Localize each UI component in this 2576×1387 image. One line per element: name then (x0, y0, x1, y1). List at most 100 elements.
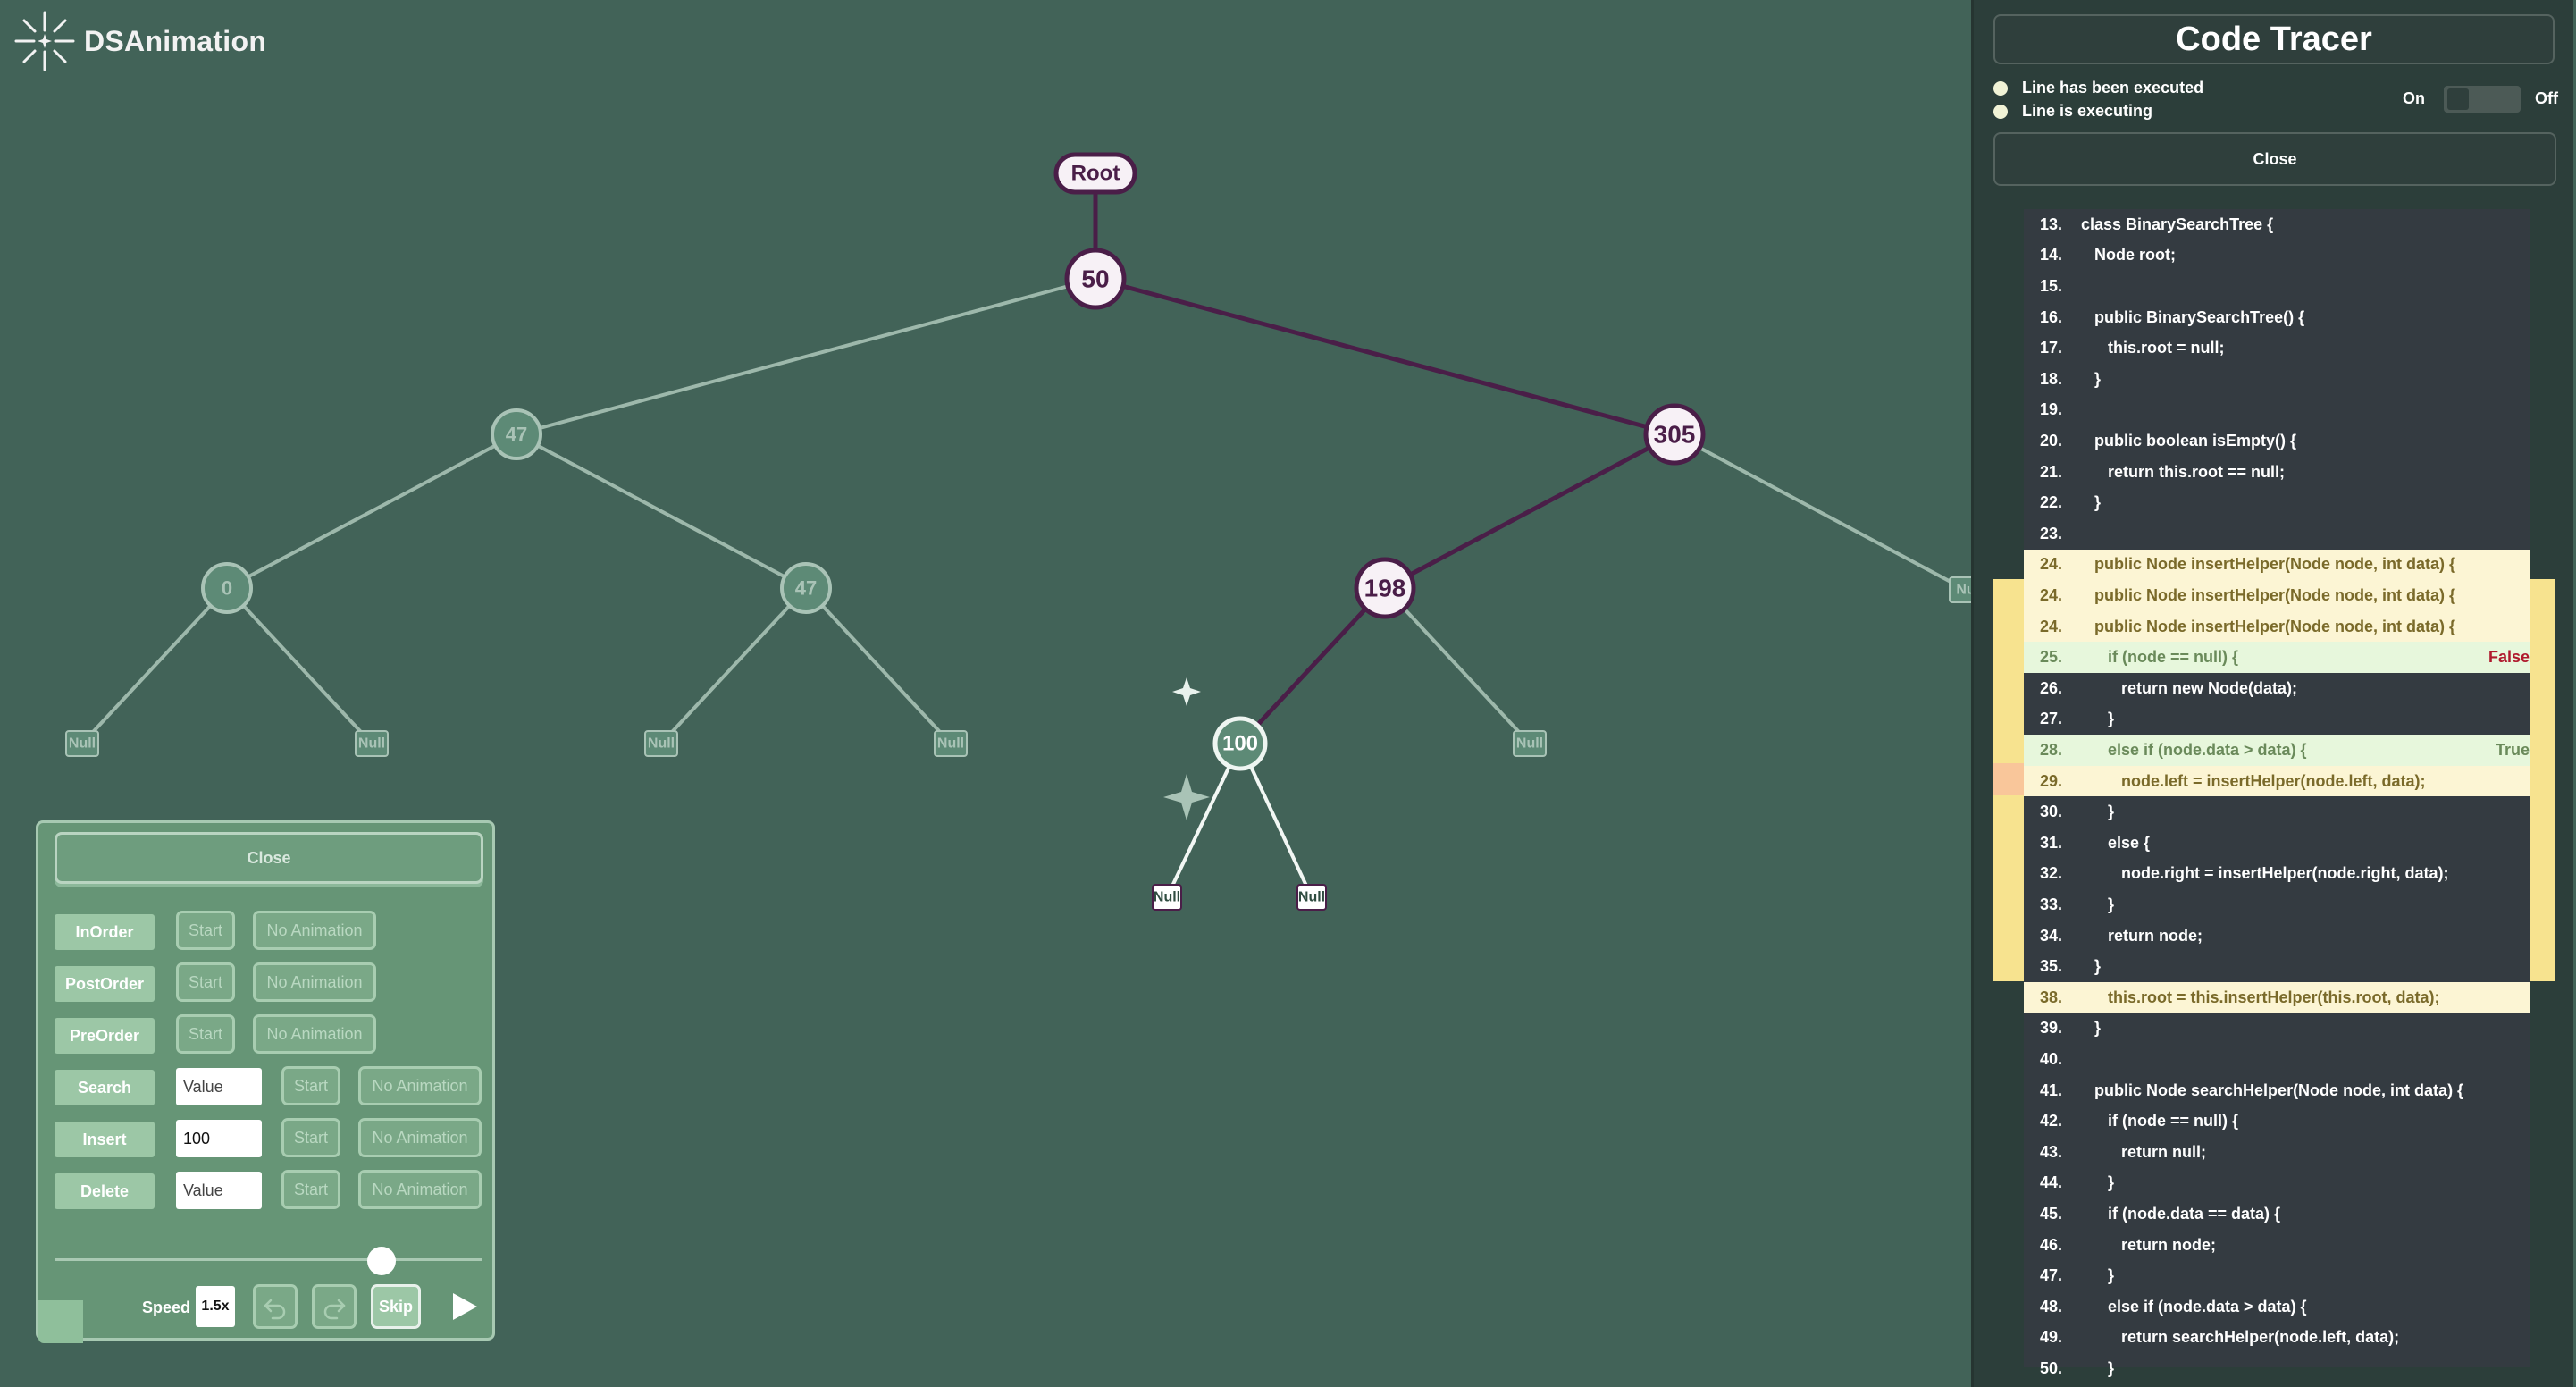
tree-edge (659, 586, 808, 745)
inorder-button[interactable]: InOrder (55, 914, 155, 950)
line-number: 15. (2040, 276, 2063, 295)
line-code: } (2081, 369, 2102, 388)
line-code: class BinarySearchTree { (2081, 214, 2274, 233)
tree-edge (1383, 432, 1676, 591)
delete-no-animation-button[interactable]: No Animation (358, 1170, 482, 1209)
postorder-start-button[interactable]: Start (176, 962, 235, 1002)
slider-track[interactable] (55, 1258, 482, 1261)
line-number: 21. (2040, 462, 2063, 481)
code-line: 49. return searchHelper(node.left, data)… (2024, 1323, 2530, 1354)
app-logo[interactable]: DSAnimation (13, 9, 266, 73)
line-number: 17. (2040, 339, 2063, 357)
toggle-knob[interactable] (2447, 88, 2469, 110)
svg-text:Null: Null (1298, 890, 1325, 905)
executing-marker (1993, 763, 2024, 795)
line-number: 49. (2040, 1328, 2063, 1347)
line-number: 35. (2040, 957, 2063, 976)
tree-node-100[interactable]: 100 (1212, 716, 1268, 771)
line-code: public Node insertHelper(Node node, int … (2081, 585, 2456, 604)
line-code: node.left = insertHelper(node.left, data… (2081, 771, 2426, 790)
svg-text:Null: Null (358, 736, 385, 752)
search-start-button[interactable]: Start (281, 1066, 340, 1105)
line-number: 50. (2040, 1358, 2063, 1377)
line-code: else if (node.data > data) { (2081, 740, 2307, 759)
search-no-animation-button[interactable]: No Animation (358, 1066, 482, 1105)
line-number: 13. (2040, 214, 2063, 233)
line-code: Node root; (2081, 246, 2176, 265)
animation-slider[interactable] (55, 1247, 482, 1275)
tree-node-0[interactable]: 0 (201, 562, 253, 614)
svg-text:Null: Null (937, 736, 964, 752)
root-label: Root (1053, 152, 1137, 195)
code-line: 47. } (2024, 1260, 2530, 1291)
toggle-off-label: Off (2535, 89, 2558, 107)
delete-value-input[interactable] (176, 1172, 262, 1209)
tree-node-47-left[interactable]: 47 (491, 408, 542, 460)
code-line: 30. } (2024, 796, 2530, 828)
legend-dot (1993, 104, 2008, 119)
redo-button[interactable] (312, 1284, 357, 1329)
code-line: 27. } (2024, 704, 2530, 736)
tree-edge (1238, 586, 1387, 745)
delete-start-button[interactable]: Start (281, 1170, 340, 1209)
inorder-no-animation-button[interactable]: No Animation (253, 911, 376, 950)
postorder-no-animation-button[interactable]: No Animation (253, 962, 376, 1002)
code-line: 33. } (2024, 889, 2530, 920)
tracer-close-button[interactable]: Close (1993, 132, 2556, 186)
preorder-no-animation-button[interactable]: No Animation (253, 1014, 376, 1054)
svg-text:Null: Null (1516, 736, 1543, 752)
line-code: else if (node.data > data) { (2081, 1297, 2307, 1316)
line-number: 25. (2040, 648, 2063, 667)
tree-node-50[interactable]: 50 (1064, 248, 1127, 310)
line-number: 24. (2040, 617, 2063, 635)
code-line: 45. if (node.data == data) { (2024, 1198, 2530, 1230)
line-number: 29. (2040, 771, 2063, 790)
legend-executed-label: Line has been executed (2022, 79, 2204, 97)
line-code: return new Node(data); (2081, 678, 2298, 697)
tree-edge (80, 586, 229, 745)
insert-value-input[interactable] (176, 1120, 262, 1157)
skip-button[interactable]: Skip (371, 1284, 421, 1329)
tree-node-305[interactable]: 305 (1643, 403, 1706, 466)
line-number: 41. (2040, 1080, 2063, 1099)
postorder-button[interactable]: PostOrder (55, 966, 155, 1002)
tree-node-47-right[interactable]: 47 (780, 562, 832, 614)
panel-resize-handle[interactable] (38, 1300, 83, 1343)
svg-text:305: 305 (1654, 421, 1696, 449)
svg-text:Null: Null (69, 736, 96, 752)
code-line: 40. (2024, 1044, 2530, 1075)
insert-no-animation-button[interactable]: No Animation (358, 1118, 482, 1157)
line-number: 30. (2040, 803, 2063, 821)
preorder-start-button[interactable]: Start (176, 1014, 235, 1054)
code-line: 17. this.root = null; (2024, 332, 2530, 364)
tracer-toggle[interactable] (2444, 86, 2521, 113)
preorder-button[interactable]: PreOrder (55, 1018, 155, 1054)
slider-thumb[interactable] (367, 1247, 396, 1275)
line-number: 43. (2040, 1142, 2063, 1161)
insert-start-button[interactable]: Start (281, 1118, 340, 1157)
line-code: node.right = insertHelper(node.right, da… (2081, 864, 2449, 883)
speed-select[interactable]: 1.5x (196, 1286, 235, 1327)
null-leaf: Null (355, 730, 389, 757)
delete-button[interactable]: Delete (55, 1173, 155, 1209)
code-line: 14. Node root; (2024, 240, 2530, 272)
insert-button[interactable]: Insert (55, 1122, 155, 1157)
line-code: } (2081, 1173, 2115, 1192)
tree-node-198[interactable]: 198 (1354, 557, 1416, 619)
line-number: 32. (2040, 864, 2063, 883)
line-number: 31. (2040, 833, 2063, 852)
code-line: 42. if (node == null) { (2024, 1105, 2530, 1137)
search-button[interactable]: Search (55, 1070, 155, 1105)
null-leaf: Null (1296, 884, 1327, 911)
line-number: 40. (2040, 1049, 2063, 1068)
inorder-start-button[interactable]: Start (176, 911, 235, 950)
search-value-input[interactable] (176, 1068, 262, 1105)
tree-canvas[interactable]: Root 50 47 305 0 47 198 100 Null Null Nu… (0, 0, 1983, 983)
play-icon[interactable] (448, 1290, 480, 1323)
undo-button[interactable] (253, 1284, 298, 1329)
code-line: 31. else { (2024, 828, 2530, 859)
svg-text:Root: Root (1071, 162, 1120, 186)
code-line: 50. } (2024, 1353, 2530, 1384)
line-code: return searchHelper(node.left, data); (2081, 1328, 2400, 1347)
panel-close-button[interactable]: Close (55, 832, 483, 884)
